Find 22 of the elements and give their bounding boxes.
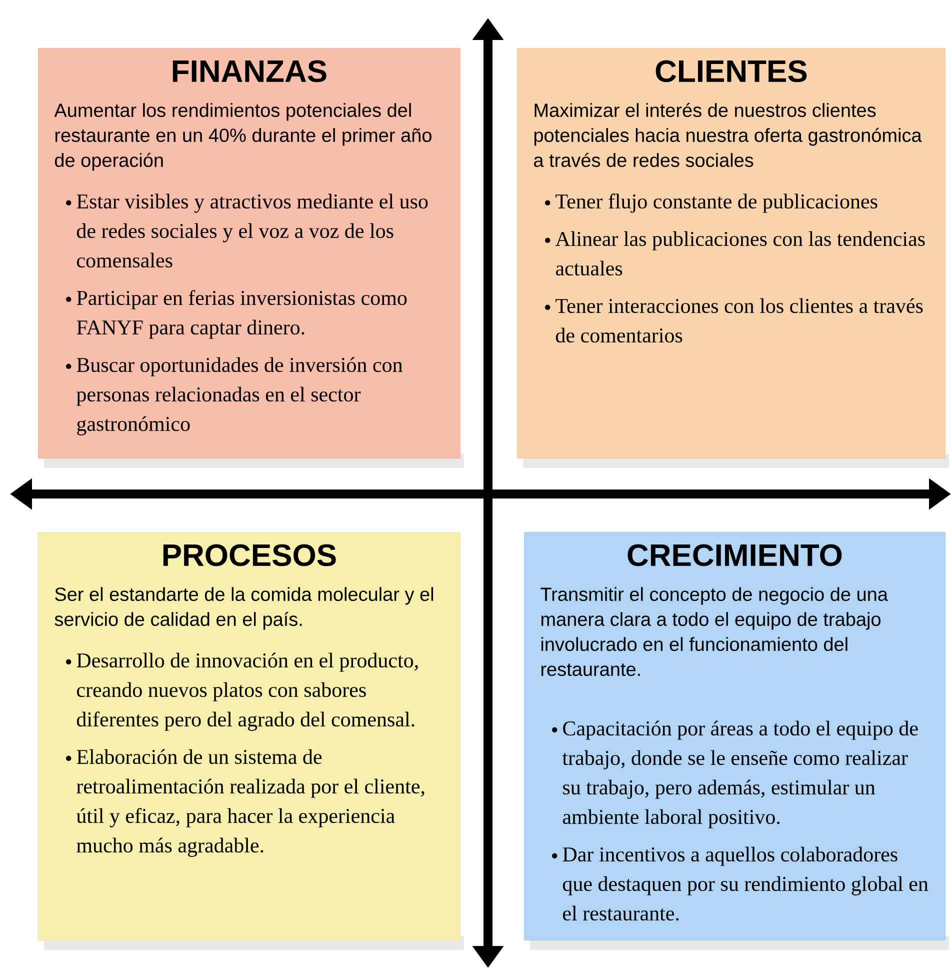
card-title: CLIENTES: [656, 60, 807, 82]
quadrant-card: [517, 48, 949, 468]
card-text: Transmitir el concepto de negocio de una manera clara a todo el equipo de trabajo involucrado en el funcionamiento del restaurante.: [540, 587, 888, 676]
bullet-item: Participar en ferias inversionistas como FANYF para captar dinero.: [66, 290, 407, 339]
card-title: CRECIMIENTO: [628, 544, 842, 566]
quadrant-card: [38, 48, 464, 468]
quadrant-card: [524, 532, 949, 950]
card-title: PROCESOS: [163, 544, 336, 566]
bullet-item: Estar visibles y atractivos mediante el uso de redes sociales y el voz a voz de los comensales: [66, 194, 428, 268]
bullet-item: Capacitación por áreas a todo el equipo de trabajo, donde se le enseñe como realizar su trabajo, pero además, estimular un ambiente laboral positivo.: [552, 720, 918, 828]
card-title: FINANZAS: [172, 60, 326, 82]
card-text: Aumentar los rendimientos potenciales del restaurante en un 40% durante el primer año de operación: [54, 103, 432, 171]
bullet-item: Alinear las publicaciones con las tendencias actuales: [545, 231, 925, 276]
bullet-item: Tener interacciones con los clientes a través de comentarios: [545, 298, 923, 343]
bullet-item: Tener flujo constante de publicaciones: [545, 194, 878, 213]
bullet-item: Elaboración de un sistema de retroalimentación realizada por el cliente, útil y eficaz, para hacer la experiencia mucho más agradable.: [66, 749, 424, 857]
bullet-item: Desarrollo de innovación en el producto, creando nuevos platos con sabores diferentes pero del agrado del comensal.: [66, 652, 418, 731]
bullet-item: Dar incentivos a aquellos colaboradores que destaquen por su rendimiento global en el restaurante.: [552, 846, 928, 921]
card-text: Maximizar el interés de nuestros clientes potenciales hacia nuestra oferta gastronómica a través de redes sociales: [534, 102, 922, 168]
card-text: Ser el estandarte de la comida molecular y el servicio de calidad en el país.: [54, 587, 434, 630]
quadrant-card: [38, 532, 464, 950]
bullet-item: Buscar oportunidades de inversión con personas relacionadas en el sector gastronómico: [66, 357, 402, 436]
